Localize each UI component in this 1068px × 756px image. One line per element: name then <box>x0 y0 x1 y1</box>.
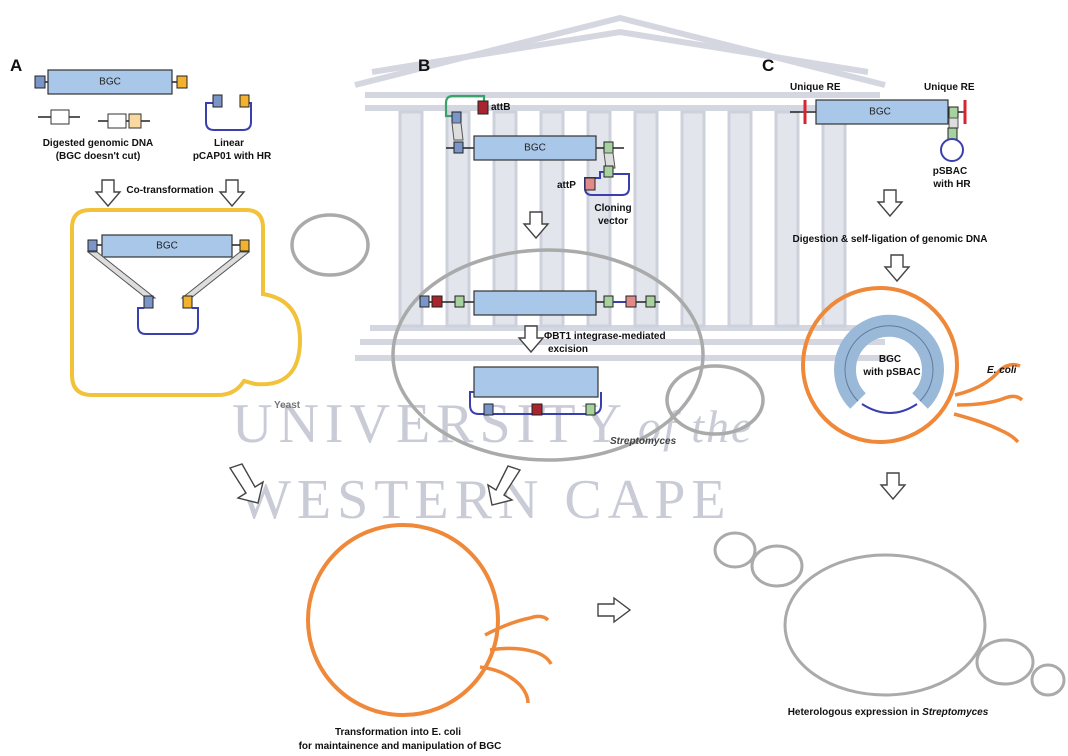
panel-b-bgc-label: BGC <box>524 143 546 154</box>
panel-b-attp-label: attP <box>557 180 576 192</box>
panel-b-letter: B <box>418 60 430 72</box>
panel-c-psbac-label: pSBAC <box>933 166 967 178</box>
panel-b-cloning-label: Cloning <box>594 203 631 215</box>
panel-b-integrase-label: ΦBT1 integrase-mediated <box>544 331 666 343</box>
panel-a-vector-label: pCAP01 with HR <box>193 151 271 163</box>
panel-c-bgc-circle-label: BGC <box>879 354 901 366</box>
panel-a-not-cut-label: (BGC doesn't cut) <box>56 151 141 163</box>
panel-c-ecoli-label: E. coli <box>987 365 1016 377</box>
panel-b-streptomyces-label: Streptomyces <box>610 436 676 448</box>
panel-c-digestion-label: Digestion & self-ligation of genomic DNA <box>792 234 987 246</box>
heterologous-expression-label: Heterologous expression in Streptomyces <box>788 707 989 719</box>
panel-b-excision-label: excision <box>548 344 588 356</box>
maintenance-label: for maintainence and manipulation of BGC <box>299 741 502 753</box>
panel-a-yeast-label: Yeast <box>274 400 300 412</box>
panel-a-cotransformation-label: Co-transformation <box>126 185 213 197</box>
panel-a-graphics <box>35 70 300 395</box>
transformation-label: Transformation into E. coli <box>335 727 461 739</box>
panel-a-yeast-bgc-label: BGC <box>156 241 178 252</box>
panel-c-letter: C <box>762 60 774 72</box>
panel-a-linear-label: Linear <box>214 138 244 150</box>
panel-a-bgc-label: BGC <box>99 77 121 88</box>
panel-b-attb-label: attB <box>491 102 510 114</box>
panel-c-re-right-label: Unique RE <box>924 82 975 94</box>
panel-c-with-psbac-label: with pSBAC <box>863 367 920 379</box>
panel-c-with-hr-label: with HR <box>933 179 970 191</box>
panel-c-graphics <box>790 100 1022 499</box>
panel-b-vector-label: vector <box>598 216 628 228</box>
panel-c-re-left-label: Unique RE <box>790 82 841 94</box>
panel-a-digested-label: Digested genomic DNA <box>43 138 154 150</box>
panel-a-letter: A <box>10 60 22 72</box>
panel-c-bgc-label: BGC <box>869 107 891 118</box>
